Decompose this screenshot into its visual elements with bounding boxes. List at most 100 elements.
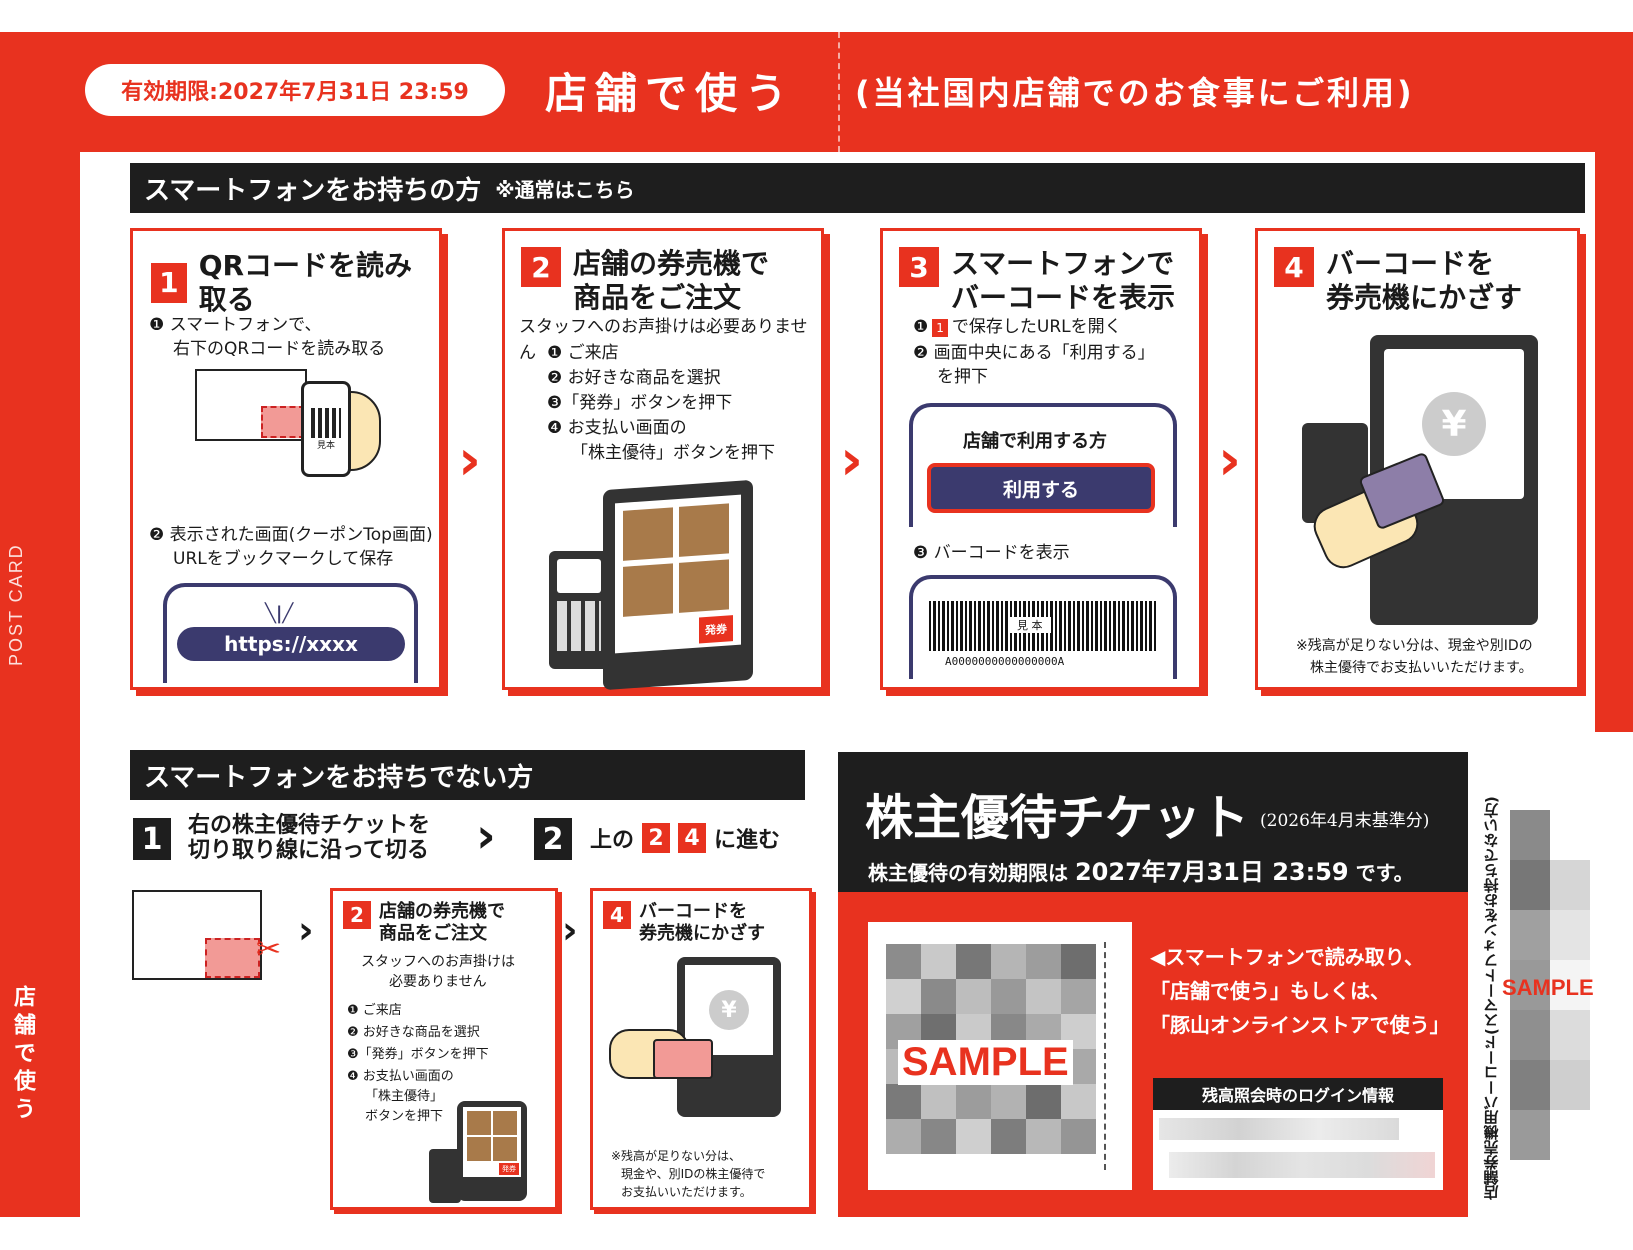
step-line: ❶ ご来店: [547, 343, 619, 363]
scissors-icon: ✂: [256, 932, 282, 967]
login-info-box: [1153, 1110, 1443, 1190]
ticket-header: [838, 752, 1468, 892]
step-card-4: 4 バーコードを 券売機にかざす ¥ ※残高が足りない分は、現金や別IDの 株主…: [1255, 228, 1580, 690]
issue-ticket-button: 発券: [499, 1163, 519, 1175]
cut-area: [261, 406, 305, 438]
step-text: 切り取り線に沿って切る: [188, 838, 429, 864]
ticket-card-illustration: [653, 1039, 713, 1079]
page-title: 店舗で使う: [545, 69, 796, 118]
step-line: ボタンを押下: [365, 1109, 444, 1124]
chevron-right-icon: ›: [458, 428, 482, 493]
step-title: バーコードを表示: [951, 280, 1176, 314]
step-title: QRコードを読み取る: [198, 249, 413, 316]
kiosk-illustration: 発券: [603, 479, 753, 691]
step-line: ❸ バーコードを表示: [913, 543, 1070, 563]
yen-icon: ¥: [709, 990, 749, 1030]
kiosk-illustration: ¥: [677, 957, 781, 1117]
step-footnote: ※残高が足りない分は、: [611, 1149, 742, 1163]
step-note: スタッフへのお声掛けは: [361, 954, 515, 970]
qr-code-icon: [311, 407, 341, 438]
step-text: 上の: [590, 828, 635, 853]
validity-date: 2027年7月31日 23:59: [1074, 858, 1349, 886]
kiosk-screen: 発券: [615, 494, 741, 654]
step-line: ❷ 表示された画面(クーポンTop画面): [149, 525, 433, 545]
qr-sample-mark: 見本: [316, 440, 335, 451]
validity-suffix: です。: [1355, 861, 1414, 885]
step-line: ❸「発券」ボタンを押下: [547, 393, 733, 413]
step-card-1: 1 QRコードを読み取る ❶ スマートフォンで、 右下のQRコードを読み取る 見…: [130, 228, 442, 690]
step-line: ❹ お支払い画面の: [347, 1069, 454, 1084]
sample-watermark: SAMPLE: [898, 1040, 1073, 1085]
step-footnote: 現金や、別IDの株主優待で: [621, 1167, 766, 1181]
ticket-instructions: ◀スマートフォンで読み取り、 「店舗で使う」もしくは、 「豚山オンラインストアで…: [1150, 940, 1450, 1042]
chevron-right-icon: ›: [562, 908, 578, 952]
step-title: 店舗の券売機で: [573, 247, 770, 280]
cut-area: [205, 938, 260, 978]
step-ref-badge: 1: [932, 318, 948, 337]
step-line: ❷ 画面中央にある「利用する」: [913, 343, 1155, 363]
step-note: スタッフへのお声掛けは必要ありません: [519, 317, 808, 363]
ticket-title: 株主優待チケット: [865, 790, 1250, 846]
step-line: 右下のQRコードを読み取る: [173, 339, 386, 359]
chevron-right-icon: ›: [476, 808, 496, 864]
login-password-blurred: [1169, 1152, 1435, 1178]
no-phone-step-card-4: 4 バーコードを 券売機にかざす ¥ ※残高が足りない分は、 現金や、別IDの株…: [590, 888, 812, 1210]
step-title: 券売機にかざす: [1326, 280, 1523, 314]
side-vertical-title: 店舗で使う: [10, 985, 35, 1125]
step-footnote: 株主優待でお支払いいただけます。: [1310, 660, 1533, 676]
step-number: 1: [133, 818, 171, 860]
phone-screen-frame: [163, 583, 418, 683]
chevron-right-icon: ›: [840, 428, 864, 493]
step-title: スマートフォンで: [951, 247, 1175, 280]
bullet: ❶: [913, 317, 929, 337]
section-title: スマートフォンをお持ちの方: [144, 175, 482, 206]
use-button[interactable]: 利用する: [927, 463, 1155, 513]
step-title: バーコードを: [1326, 247, 1495, 280]
ticket-outline: [132, 890, 262, 980]
step-title: 店舗の券売機で: [379, 901, 505, 922]
left-strip: [0, 32, 80, 1217]
login-id-blurred: [1159, 1118, 1399, 1140]
kiosk-barcode-blurred: [1510, 810, 1590, 1160]
step-footnote: ※残高が足りない分は、現金や別IDの: [1296, 638, 1533, 654]
step-line: URLをブックマークして保存: [173, 549, 394, 569]
section-note: ※通常はこちら: [495, 177, 635, 202]
right-red-edge: [1595, 152, 1633, 732]
step-text: に進む: [714, 828, 781, 853]
step-number: 2: [534, 818, 572, 860]
barcode-sample-mark: 見 本: [1009, 617, 1051, 633]
step-number: 2: [343, 901, 371, 929]
step-footnote: お支払いいただけます。: [621, 1185, 752, 1199]
card-terminal-illustration: [429, 1149, 461, 1203]
step-ref-badge: 4: [678, 823, 707, 853]
chevron-right-icon: ›: [1218, 428, 1242, 493]
step-line: で保存したURLを開く: [951, 317, 1122, 337]
step-title: バーコードを: [639, 901, 747, 922]
step-title: 商品をご注文: [379, 922, 487, 944]
chevron-right-icon: ›: [298, 908, 314, 952]
step-line: ❷ お好きな商品を選択: [347, 1025, 480, 1040]
instruction-line: 「店舗で使う」もしくは、: [1150, 979, 1390, 1003]
step-line: ❷ お好きな商品を選択: [547, 368, 721, 388]
tap-icon: ╲|╱: [265, 603, 294, 624]
step-text: 右の株主優待チケットを: [188, 813, 431, 838]
step-title: 商品をご注文: [573, 280, 742, 314]
step-number: 3: [899, 247, 939, 287]
card-terminal-illustration: [549, 551, 609, 669]
ticket-basis: (2026年4月末基準分): [1260, 811, 1430, 831]
validity-prefix: 株主優待の有効期限は: [868, 861, 1068, 885]
instruction-line: 「豚山オンラインストアで使う」: [1150, 1013, 1450, 1037]
step-number: 2: [521, 247, 561, 287]
step-number: 1: [151, 262, 187, 303]
step-line: ❶ スマートフォンで、: [149, 315, 322, 335]
section-bar-no-smartphone: スマートフォンをお持ちでない方: [130, 750, 805, 800]
barcode-number: A0000000000000000A: [945, 655, 1065, 668]
section-bar-smartphone: スマートフォンをお持ちの方 ※通常はこちら: [130, 163, 1585, 213]
kiosk-screen: ¥: [1384, 349, 1524, 499]
step-note: 必要ありません: [389, 974, 487, 990]
phone-screen-frame: [909, 403, 1177, 527]
step-line: を押下: [937, 367, 988, 387]
step-ref-badge: 2: [642, 823, 671, 853]
page-subtitle: (当社国内店舗でのお食事にご利用): [855, 74, 1415, 112]
yen-icon: ¥: [1422, 392, 1486, 456]
